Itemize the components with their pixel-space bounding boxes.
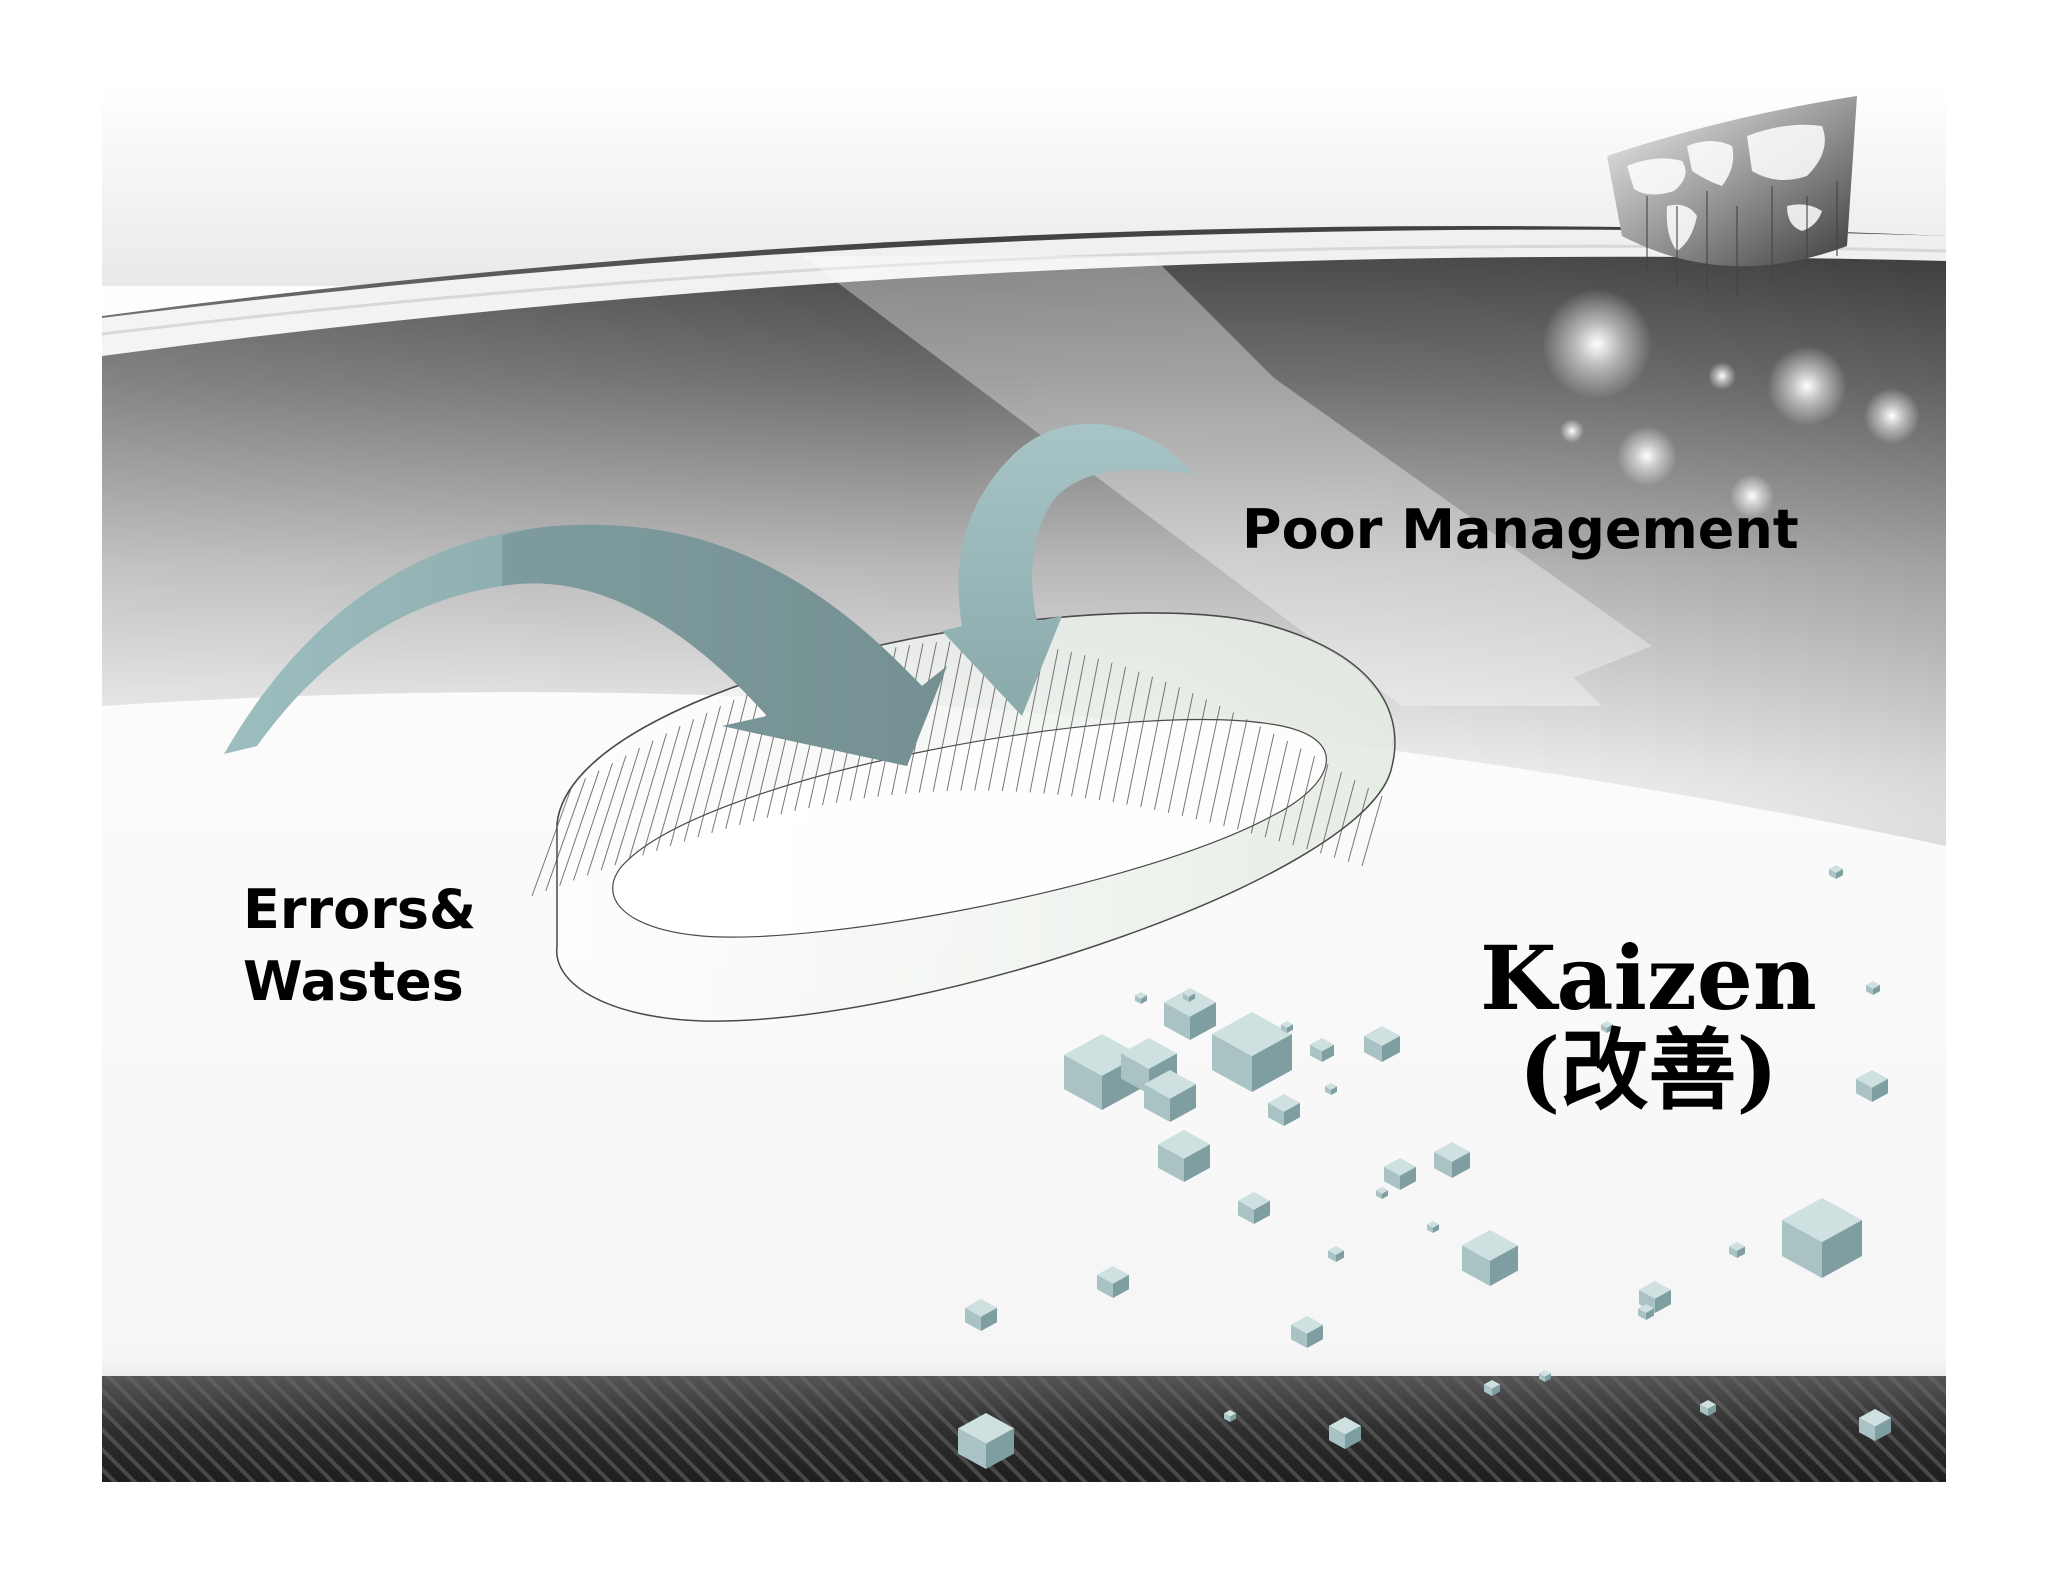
cube	[1158, 1130, 1210, 1182]
cube	[1638, 1304, 1654, 1320]
slide: Poor Management Errors& Wastes Kaizen (改…	[102, 86, 1946, 1482]
cube	[1097, 1266, 1129, 1298]
poor-management-arrow	[942, 423, 1194, 716]
cube	[1434, 1142, 1470, 1178]
cube	[1427, 1221, 1439, 1233]
cube	[1782, 1198, 1862, 1278]
cube	[1376, 1187, 1388, 1199]
poor-management-label: Poor Management	[1242, 498, 1799, 561]
errors-label: Errors&	[243, 878, 477, 941]
errors-wastes-label: Errors& Wastes	[243, 874, 476, 1018]
cube	[1328, 1246, 1344, 1262]
cube	[1224, 1410, 1236, 1422]
scattered-cubes-decoration	[958, 865, 1891, 1469]
cube	[1859, 1409, 1891, 1441]
cube	[1183, 990, 1195, 1002]
cube	[1329, 1417, 1361, 1449]
world-map-globe-icon	[1607, 96, 1857, 296]
cube	[1539, 1370, 1551, 1382]
cube	[958, 1413, 1014, 1469]
cube	[1856, 1070, 1888, 1102]
kaizen-label: Kaizen (改善)	[1480, 932, 1817, 1117]
cube	[1164, 988, 1216, 1040]
cube	[1144, 1070, 1196, 1122]
cube	[1364, 1026, 1400, 1062]
cube	[1135, 992, 1147, 1004]
cube	[965, 1299, 997, 1331]
cube	[1601, 1021, 1613, 1033]
cube	[1829, 865, 1843, 879]
cube	[1484, 1380, 1500, 1396]
errors-wastes-arrow	[224, 524, 947, 766]
kaizen-title: Kaizen	[1480, 926, 1817, 1030]
cube	[1462, 1230, 1518, 1286]
wastes-label: Wastes	[243, 950, 464, 1013]
cube	[1268, 1094, 1300, 1126]
cube	[1384, 1158, 1416, 1190]
glow-spots	[1542, 289, 1920, 518]
cube	[1212, 1012, 1292, 1092]
kaizen-kanji: (改善)	[1518, 1018, 1779, 1123]
cube	[1291, 1316, 1323, 1348]
light-rays	[802, 256, 1652, 706]
cube	[1729, 1242, 1745, 1258]
cube	[1325, 1083, 1337, 1095]
cube	[1238, 1192, 1270, 1224]
slide-artwork	[102, 86, 1946, 1482]
cube	[1281, 1021, 1293, 1033]
cube	[1866, 981, 1880, 995]
cube	[1310, 1038, 1334, 1062]
cube	[1700, 1400, 1716, 1416]
